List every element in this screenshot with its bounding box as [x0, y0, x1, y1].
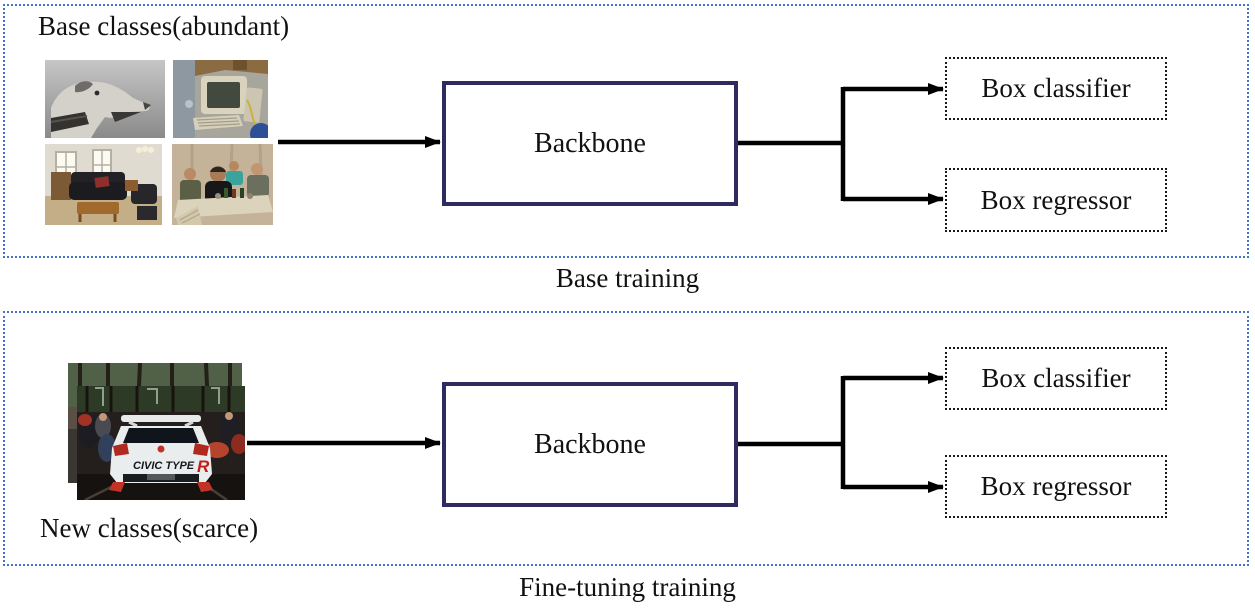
- box-classifier-base: Box classifier: [945, 57, 1167, 120]
- base-training-panel: [3, 4, 1249, 258]
- box-classifier-label: Box classifier: [981, 73, 1131, 103]
- base-classes-label: Base classes(abundant): [38, 11, 290, 41]
- backbone-box-base: Backbone: [442, 81, 738, 206]
- backbone-label: Backbone: [534, 428, 646, 460]
- box-regressor-label: Box regressor: [980, 471, 1132, 501]
- backbone-box-fine: Backbone: [442, 382, 738, 507]
- new-classes-label: New classes(scarce): [40, 513, 259, 543]
- box-regressor-label: Box regressor: [980, 184, 1132, 215]
- civic-type-r-car-photo: CIVIC TYPE R: [77, 386, 245, 500]
- fine-tuning-caption: Fine-tuning training: [519, 572, 736, 602]
- group-at-table-photo: [172, 144, 273, 225]
- box-regressor-base: Box regressor: [945, 168, 1167, 232]
- box-regressor-fine: Box regressor: [945, 455, 1167, 518]
- crt-computer-photo: [173, 60, 268, 138]
- base-training-caption: Base training: [555, 263, 700, 293]
- fine-tuning-panel: [3, 311, 1249, 566]
- car-badge-accent: R: [197, 457, 210, 476]
- living-room-photo: [45, 144, 162, 225]
- greyhound-dog-photo: [45, 60, 165, 138]
- box-classifier-fine: Box classifier: [945, 347, 1167, 410]
- car-badge-text: CIVIC TYPE: [133, 460, 195, 472]
- backbone-label: Backbone: [534, 127, 646, 159]
- box-classifier-label: Box classifier: [981, 363, 1131, 393]
